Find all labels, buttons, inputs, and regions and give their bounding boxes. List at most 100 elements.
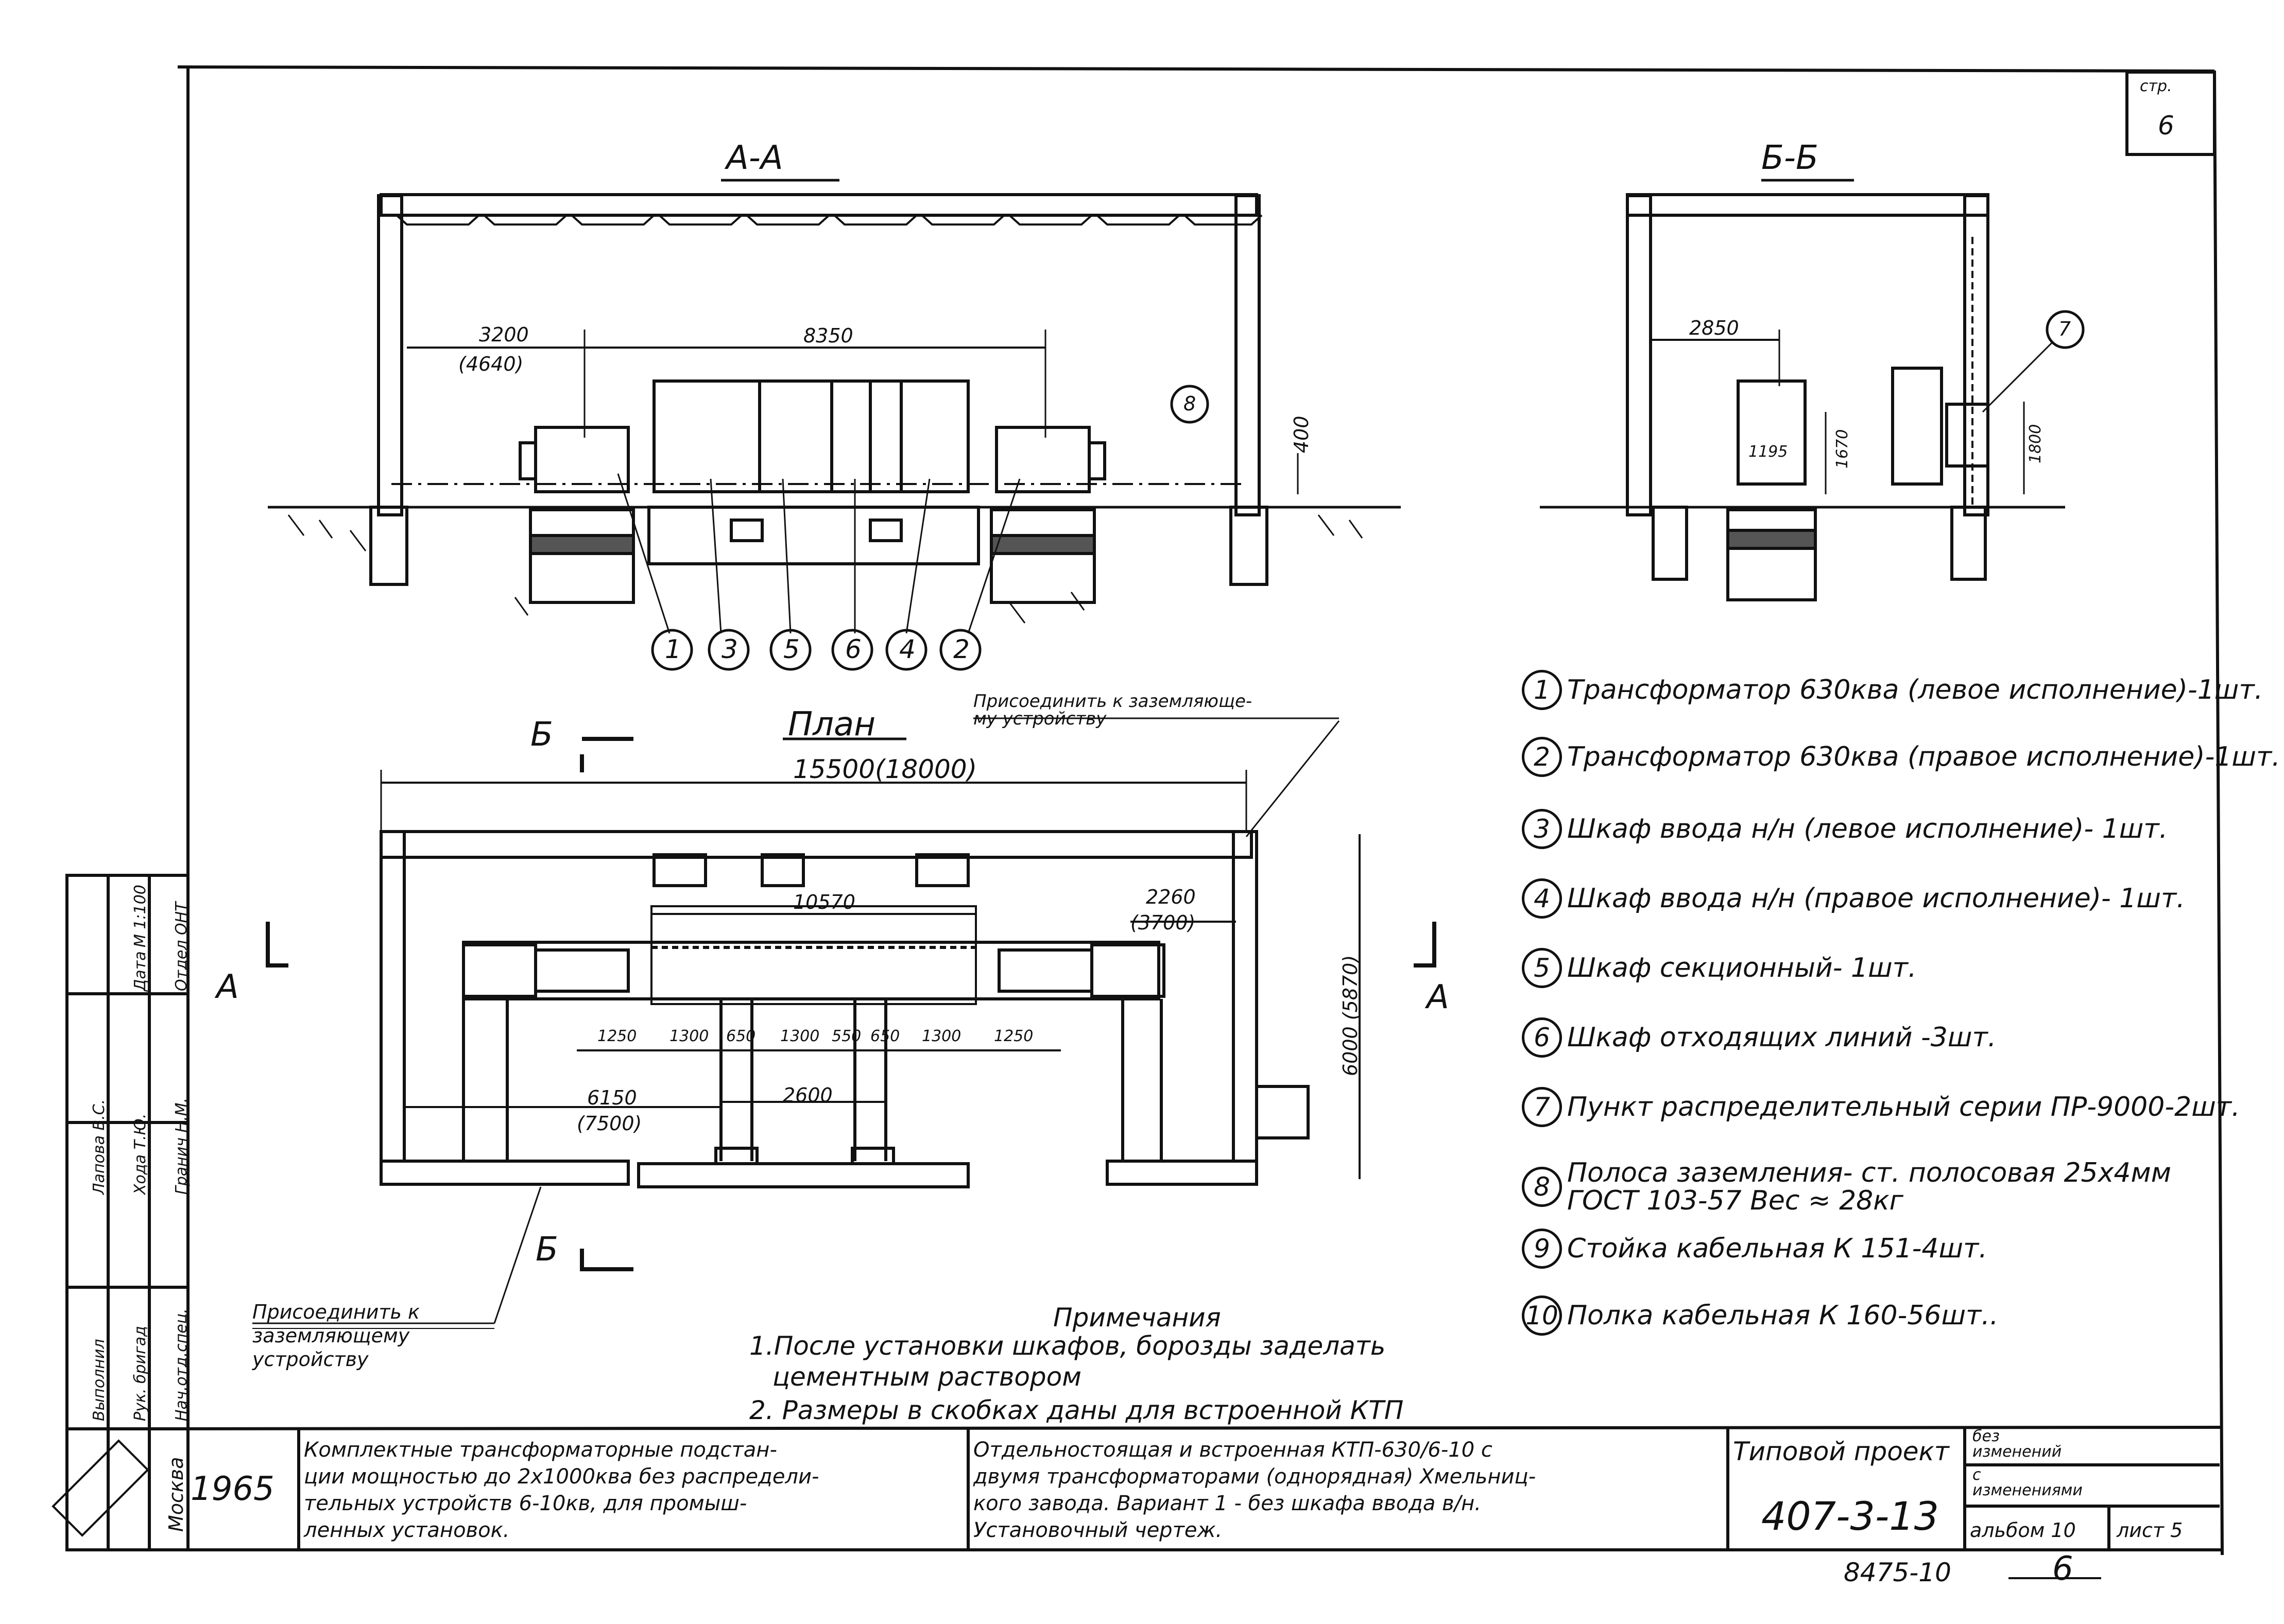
callout-2: 2 <box>953 634 970 664</box>
dim-8350: 8350 <box>803 324 853 347</box>
corner-page-number: 6 <box>2158 111 2174 141</box>
side-row1: Нач.отд.спец. <box>173 1308 191 1421</box>
tb-project-number: 407-3-13 <box>1761 1493 1939 1539</box>
side-row2: Рук. бригад <box>131 1326 149 1421</box>
tb-project-label: Типовой проект <box>1733 1437 1949 1466</box>
dim-row-1300c: 1300 <box>922 1027 961 1045</box>
legend-num-10: 10 <box>1522 1295 1562 1336</box>
legend-text-6: Шкаф отходящих линий -3шт. <box>1567 1022 1997 1053</box>
legend-text-4: Шкаф ввода н/н (правое исполнение)- 1шт. <box>1567 883 2185 914</box>
dim-row-1250b: 1250 <box>994 1027 1034 1045</box>
legend-text-10: Полка кабельная К 160-56шт.. <box>1567 1300 1999 1331</box>
tb-desc2: Отдельностоящая и встроенная КТП-630/6-1… <box>973 1438 1536 1542</box>
notes-line1b: цементным раствором <box>772 1362 1081 1392</box>
section-bb-drawing <box>1540 179 2085 601</box>
legend-num-8: 8 <box>1522 1167 1562 1207</box>
callout-6: 6 <box>845 634 862 664</box>
tb-status1: без изменений <box>1972 1427 2062 1461</box>
section-bb-title: Б-Б <box>1761 139 1818 177</box>
legend-text-3: Шкаф ввода н/н (левое исполнение)- 1шт. <box>1567 814 2168 844</box>
dim-1195: 1195 <box>1748 443 1788 461</box>
dim-400: 400 <box>1290 416 1313 453</box>
side-name1: Гранич Н.М. <box>173 1097 191 1195</box>
dim-7500: (7500) <box>577 1112 642 1135</box>
dim-10570: 10570 <box>793 891 855 913</box>
side-head1: Отдел ОНТ <box>173 902 191 992</box>
notes-line1: 1.После установки шкафов, борозды задела… <box>749 1331 1386 1361</box>
legend-text-2: Трансформатор 630ква (правое исполнение)… <box>1567 741 2280 772</box>
plan-title: План <box>788 705 876 744</box>
ground-note-bottom: Присоединить к заземляющему устройству <box>252 1301 420 1371</box>
tb-album: альбом 10 <box>1970 1519 2076 1542</box>
dim-total: 15500(18000) <box>793 754 977 784</box>
dim-1800: 1800 <box>2027 424 2045 463</box>
notes-line2: 2. Размеры в скобках даны для встроенной… <box>749 1395 1404 1425</box>
legend-num-9: 9 <box>1522 1229 1562 1269</box>
legend-text-9: Стойка кабельная К 151-4шт. <box>1567 1233 1987 1264</box>
legend-text-1: Трансформатор 630ква (левое исполнение)-… <box>1567 675 2263 705</box>
side-scale: М 1:100 <box>131 885 149 947</box>
tb-desc1: Комплектные трансформаторные подстан- ци… <box>304 1438 819 1542</box>
callout-3: 3 <box>722 634 738 664</box>
tb-stamp-page: 6 <box>2052 1550 2073 1588</box>
callout-1: 1 <box>665 634 681 664</box>
dim-2260: 2260 <box>1146 886 1196 908</box>
cut-a-right: А <box>1427 978 1449 1016</box>
dim-3700: (3700) <box>1130 911 1196 934</box>
legend-text-5: Шкаф секционный- 1шт. <box>1567 953 1917 983</box>
legend-num-1: 1 <box>1522 670 1562 710</box>
callout-4: 4 <box>899 634 916 664</box>
cut-b-bottom: Б <box>536 1231 558 1269</box>
dim-2850: 2850 <box>1689 317 1739 339</box>
tb-stamp: 8475-10 <box>1844 1558 1951 1587</box>
dim-row-1250a: 1250 <box>597 1027 637 1045</box>
dim-row-550: 550 <box>832 1027 862 1045</box>
cut-b-top: Б <box>530 716 553 754</box>
callout-5: 5 <box>783 634 800 664</box>
legend-num-5: 5 <box>1522 948 1562 988</box>
dim-6150: 6150 <box>587 1086 637 1109</box>
side-name3: Лапова В.С. <box>90 1099 108 1195</box>
dim-row-650a: 650 <box>726 1027 756 1045</box>
dim-2600: 2600 <box>783 1084 833 1107</box>
side-head2: Дата <box>131 951 149 991</box>
legend-num-7: 7 <box>1522 1087 1562 1127</box>
side-stamp-grid <box>51 874 190 1551</box>
dim-row-1300a: 1300 <box>669 1027 709 1045</box>
dim-1670: 1670 <box>1833 429 1851 469</box>
tb-year: 1965 <box>191 1470 274 1508</box>
corner-page-label: стр. <box>2140 77 2172 95</box>
ground-note-top: Присоединить к заземляюще- му устройству <box>973 691 1252 729</box>
legend-num-6: 6 <box>1522 1017 1562 1058</box>
section-aa-drawing <box>268 179 1401 634</box>
legend-text-8: Полоса заземления- ст. полосовая 25х4мм … <box>1567 1157 2171 1216</box>
tb-city: Москва <box>165 1457 187 1532</box>
legend-num-4: 4 <box>1522 878 1562 919</box>
side-name2: Хода Т.Ю. <box>131 1113 149 1195</box>
dim-3200: 3200 <box>479 323 529 346</box>
section-aa-title: А-А <box>726 139 783 177</box>
tb-status2: с изменениями <box>1972 1466 2083 1499</box>
side-row3: Выполнил <box>90 1339 108 1421</box>
notes-title: Примечания <box>1053 1303 1221 1333</box>
tb-sheet: лист 5 <box>2117 1519 2183 1542</box>
dim-4640: (4640) <box>458 353 524 375</box>
dim-row-1300b: 1300 <box>780 1027 820 1045</box>
marker-8: 8 <box>1183 392 1196 415</box>
cut-a-left: А <box>216 968 239 1006</box>
marker-7: 7 <box>2058 318 2071 340</box>
legend-text-7: Пункт распределительный серии ПР-9000-2ш… <box>1567 1092 2240 1122</box>
dim-row-650b: 650 <box>870 1027 900 1045</box>
plan-drawing <box>252 717 1436 1324</box>
